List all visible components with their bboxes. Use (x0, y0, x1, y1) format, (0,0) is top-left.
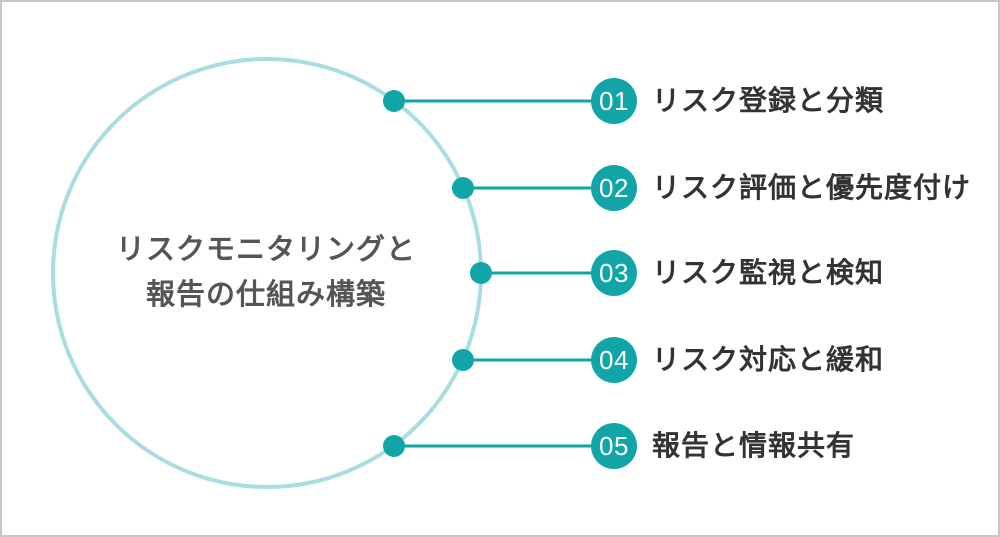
step-label: リスク評価と優先度付け (652, 172, 972, 203)
connector-dot (452, 349, 474, 371)
step-number-badge: 05 (591, 423, 637, 469)
step-number-badge: 01 (591, 78, 637, 124)
diagram-title-line2: 報告の仕組み構築 (145, 279, 386, 311)
connector-dot (452, 177, 474, 199)
step-number-badge: 03 (591, 250, 637, 296)
step-number-badge: 04 (591, 337, 637, 383)
step-number-badge: 02 (591, 165, 637, 211)
step-label: リスク監視と検知 (652, 257, 885, 288)
connector-dot (383, 435, 405, 457)
step-label: リスク登録と分類 (652, 85, 885, 116)
connector-dot (383, 90, 405, 112)
diagram-title-line1: リスクモニタリングと (115, 234, 416, 266)
step-label: リスク対応と緩和 (652, 344, 885, 375)
step-label: 報告と情報共有 (652, 430, 856, 461)
connector-dot (470, 262, 492, 284)
diagram-title: リスクモニタリングと 報告の仕組み構築 (35, 228, 497, 318)
